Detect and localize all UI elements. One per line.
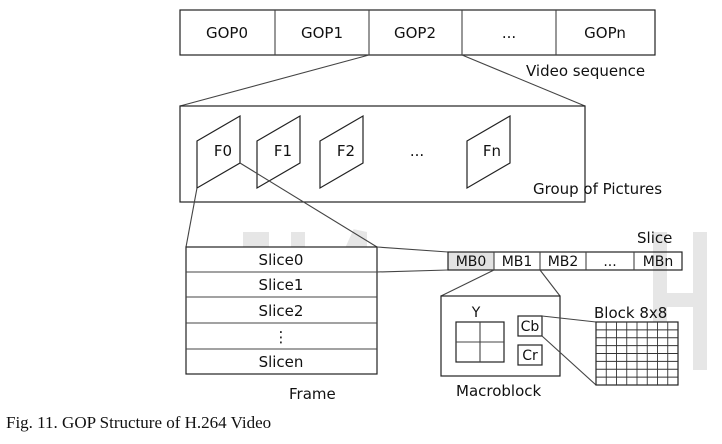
slice-bar — [447, 251, 683, 271]
cr-label: Cr — [522, 348, 538, 364]
gop-cell-n: GOPn — [584, 24, 626, 42]
cr-block — [517, 344, 543, 366]
slice-row-2: Slice2 — [259, 302, 304, 320]
frame: Slice0 Slice1 Slice2 ⋮ Slicen Frame — [185, 246, 378, 403]
gop-cell-0: GOP0 — [206, 24, 248, 42]
mb-cell-2: MB2 — [548, 254, 579, 270]
block-8x8: Block 8x8 — [594, 304, 679, 386]
video-sequence: GOP0 GOP1 GOP2 ... GOPn Video sequence — [179, 9, 656, 80]
cb-block — [517, 315, 543, 337]
mb-cell-0: MB0 — [456, 254, 487, 270]
slice-row-0: Slice0 — [259, 251, 304, 269]
slice-row-ellipsis: ⋮ — [274, 328, 289, 346]
gop-cell-1: GOP1 — [301, 24, 343, 42]
gop-cell-ellipsis: ... — [502, 24, 516, 42]
slice-row-n: Slicen — [259, 353, 304, 371]
frame-f2 — [319, 114, 364, 190]
slice-row-1: Slice1 — [259, 276, 304, 294]
slice-label: Slice — [637, 229, 672, 247]
video-sequence-bar — [179, 9, 656, 56]
frame-f1-label: F1 — [274, 142, 292, 160]
mb-cell-n: MBn — [643, 254, 674, 270]
frame-f2-label: F2 — [337, 142, 355, 160]
frame-fn-label: Fn — [483, 142, 501, 160]
macroblock-label: Macroblock — [456, 382, 542, 400]
block-label: Block 8x8 — [594, 304, 667, 322]
frame-label: Frame — [289, 385, 336, 403]
frame-f0-label: F0 — [214, 142, 232, 160]
frame-f1 — [256, 114, 301, 190]
group-of-pictures-label: Group of Pictures — [533, 180, 662, 198]
gop-box — [179, 105, 586, 203]
mb-cell-ellipsis: ... — [603, 254, 616, 270]
video-sequence-label: Video sequence — [526, 62, 645, 80]
gop-cell-2: GOP2 — [394, 24, 436, 42]
luma-label: Y — [471, 305, 481, 321]
figure-caption: Fig. 11. GOP Structure of H.264 Video — [6, 413, 271, 432]
mb0-highlight — [448, 252, 494, 270]
cb-label: Cb — [521, 319, 540, 335]
group-of-pictures: F0 F1 F2 ... Fn Group of Pictures — [179, 105, 662, 203]
macroblock: Y Cb Cr Macroblock — [440, 295, 561, 400]
frame-fn — [466, 114, 511, 190]
block-grid — [595, 321, 679, 386]
slice: Slice MB0 MB1 MB2 ... MBn — [447, 229, 683, 271]
frame-box — [185, 246, 378, 375]
frame-ellipsis: ... — [410, 142, 424, 160]
mb-cell-1: MB1 — [502, 254, 533, 270]
